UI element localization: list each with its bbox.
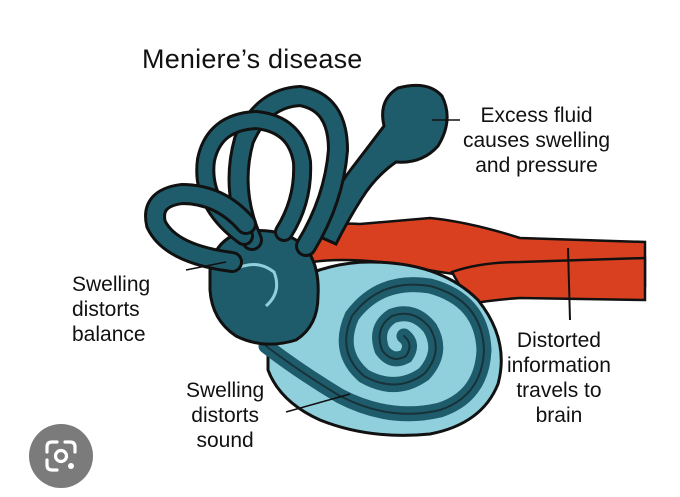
label-line: Excess fluid: [463, 103, 610, 128]
label-line: Swelling: [72, 272, 150, 297]
label-line: information: [507, 353, 611, 378]
google-lens-icon: [43, 438, 79, 474]
semicircular-canals: [155, 96, 338, 262]
label-line: and pressure: [463, 153, 610, 178]
label-line: Swelling: [186, 378, 264, 403]
label-line: distorts: [186, 403, 264, 428]
diagram-title: Meniere’s disease: [142, 44, 363, 75]
label-line: sound: [186, 428, 264, 453]
label-balance: Swelling distorts balance: [72, 272, 150, 347]
google-lens-button[interactable]: [29, 424, 93, 488]
label-sound: Swelling distorts sound: [186, 378, 264, 453]
label-line: travels to: [507, 378, 611, 403]
label-line: brain: [507, 403, 611, 428]
label-brain: Distorted information travels to brain: [507, 328, 611, 428]
label-line: distorts: [72, 297, 150, 322]
label-excess-fluid: Excess fluid causes swelling and pressur…: [463, 103, 610, 178]
label-line: balance: [72, 322, 150, 347]
label-line: Distorted: [507, 328, 611, 353]
label-line: causes swelling: [463, 128, 610, 153]
